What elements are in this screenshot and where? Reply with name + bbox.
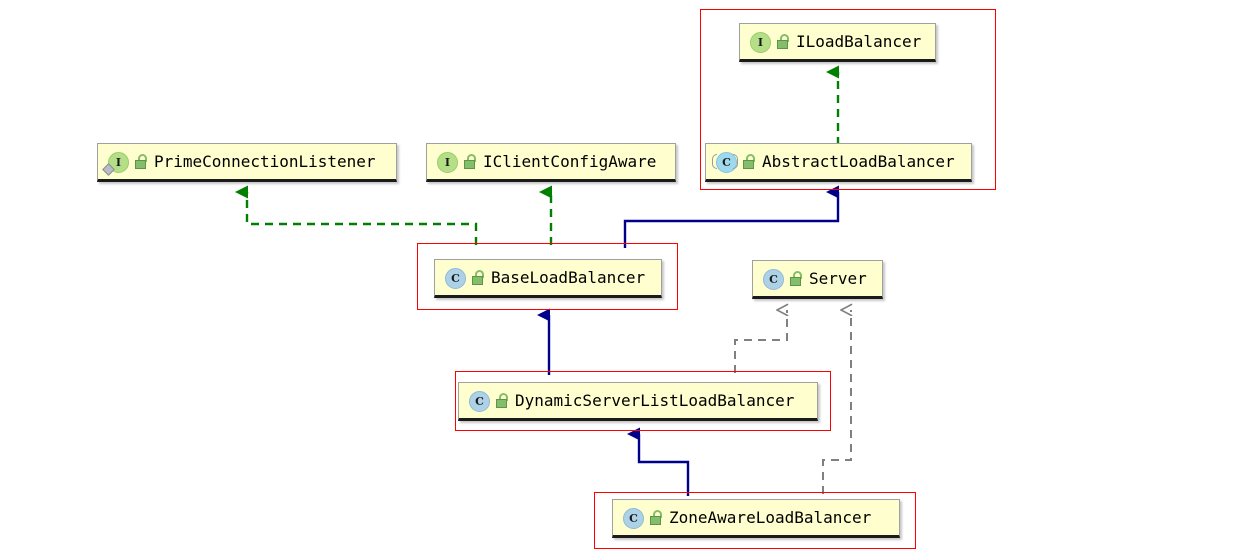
public-open-padlock-icon xyxy=(742,154,756,169)
highlight-box-baseloadbalancer xyxy=(417,243,678,310)
interface-circle-icon: I xyxy=(435,151,458,173)
public-open-padlock-icon xyxy=(495,393,509,408)
node-baseloadbalancer[interactable]: C BaseLoadBalancer xyxy=(434,259,662,298)
public-open-padlock-icon xyxy=(471,270,485,285)
public-open-padlock-icon xyxy=(134,154,148,169)
class-circle-icon: C xyxy=(621,507,644,529)
node-label: PrimeConnectionListener xyxy=(154,152,376,171)
interface-circle-icon: I xyxy=(748,31,771,53)
node-label: DynamicServerListLoadBalancer xyxy=(515,391,795,410)
class-circle-icon: C xyxy=(761,268,784,290)
public-open-padlock-icon xyxy=(789,271,803,286)
class-circle-icon: C xyxy=(443,267,466,289)
class-circle-icon: C xyxy=(467,390,490,412)
node-abstractloadbalancer[interactable]: C AbstractLoadBalancer xyxy=(705,143,972,182)
highlight-box-iloadbalancer-abstractloadbalancer xyxy=(700,9,996,190)
abstract-class-circle-icon: C xyxy=(712,151,738,173)
node-primeconnectionlistener[interactable]: I PrimeConnectionListener xyxy=(97,143,397,182)
node-dynamicserverlistloadbalancer[interactable]: C DynamicServerListLoadBalancer xyxy=(458,382,818,421)
node-iloadbalancer[interactable]: I ILoadBalancer xyxy=(739,23,936,62)
public-open-padlock-icon xyxy=(776,34,790,49)
public-open-padlock-icon xyxy=(463,154,477,169)
highlight-box-dynamicserverlistloadbalancer xyxy=(455,371,831,431)
node-label: BaseLoadBalancer xyxy=(491,268,646,287)
edge-dynamicserverlistloadbalancer-to-server xyxy=(734,310,787,373)
interface-circle-icon: I xyxy=(102,151,129,176)
edge-zoneawareloadbalancer-to-dynamicserverlistloadbalancer xyxy=(627,427,690,496)
node-zoneawareloadbalancer[interactable]: C ZoneAwareLoadBalancer xyxy=(612,499,900,538)
node-server[interactable]: C Server xyxy=(752,260,883,299)
public-open-padlock-icon xyxy=(649,510,663,525)
edge-baseloadbalancer-to-primeconnectionlistener xyxy=(235,185,478,245)
node-iclientconfigaware[interactable]: I IClientConfigAware xyxy=(426,143,676,182)
edge-baseloadbalancer-to-abstractloadbalancer xyxy=(623,185,840,248)
node-label: ZoneAwareLoadBalancer xyxy=(669,508,872,527)
node-label: AbstractLoadBalancer xyxy=(762,152,955,171)
node-label: ILoadBalancer xyxy=(796,32,922,51)
node-label: IClientConfigAware xyxy=(483,152,657,171)
node-label: Server xyxy=(809,269,867,288)
